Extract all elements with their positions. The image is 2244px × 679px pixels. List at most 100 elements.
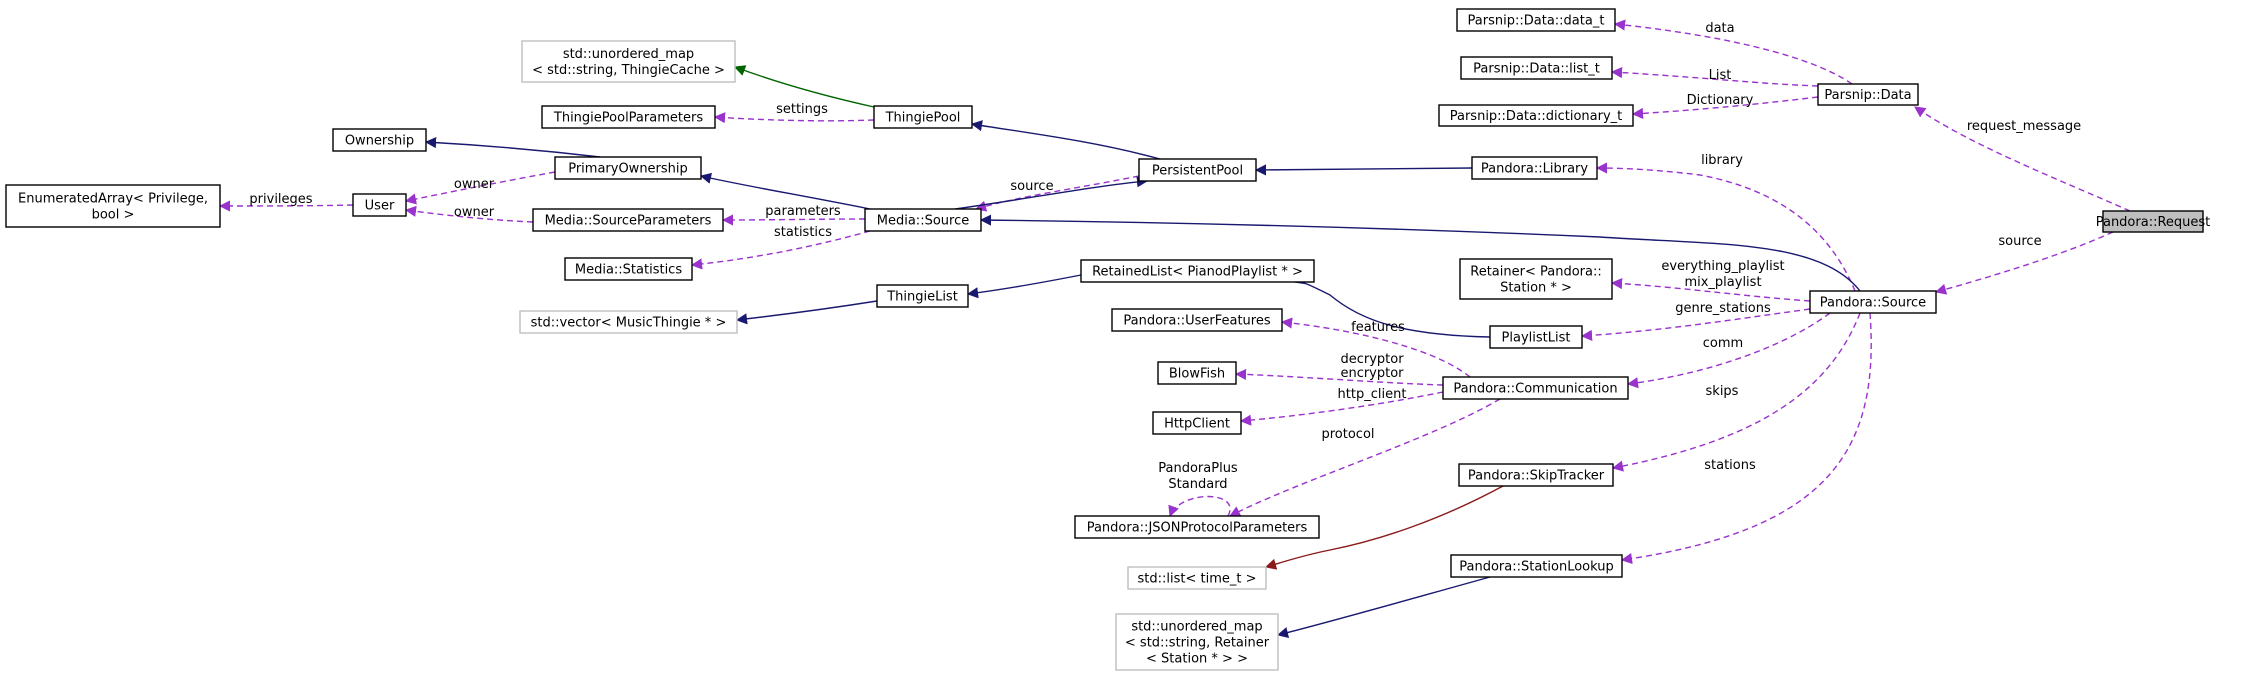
class-box (1458, 463, 1614, 487)
class-node-unordered-map-thingie[interactable]: std::unordered_map< std::string, Thingie… (521, 40, 736, 83)
class-node-ownership[interactable]: Ownership (332, 128, 427, 152)
class-node-thingie-pool[interactable]: ThingiePool (873, 105, 973, 129)
class-name: std::unordered_map (1131, 620, 1262, 635)
class-node-media-source[interactable]: Media::Source (864, 208, 982, 232)
class-box (873, 105, 973, 129)
class-box (352, 193, 407, 217)
class-name: std::list< time_t > (1138, 572, 1257, 587)
class-name: Media::SourceParameters (545, 214, 712, 229)
class-node-pandora-library[interactable]: Pandora::Library (1471, 156, 1598, 180)
class-box (532, 208, 724, 232)
class-node-playlist-list[interactable]: PlaylistList (1489, 325, 1583, 349)
class-box (554, 156, 702, 180)
class-box (1817, 83, 1919, 106)
class-name: HttpClient (1164, 417, 1230, 432)
edge-i-primary-ownership (424, 136, 601, 158)
class-node-blowfish[interactable]: BlowFish (1157, 361, 1237, 385)
class-name: Pandora::Communication (1453, 382, 1617, 397)
edge-e-decryptor (1234, 368, 1444, 386)
edge-label: source (1998, 234, 2041, 249)
class-node-primary-ownership[interactable]: PrimaryOwnership (554, 156, 702, 180)
edge-e-everything-playlist (1610, 278, 1811, 302)
edge-t-skiptracker-list (1264, 485, 1504, 570)
class-node-parsnip-dictionary-t[interactable]: Parsnip::Data::dictionary_t (1438, 104, 1634, 127)
class-node-user[interactable]: User (352, 193, 407, 217)
class-node-media-source-parameters[interactable]: Media::SourceParameters (532, 208, 724, 232)
class-node-unordered-map-retainer[interactable]: std::unordered_map< std::string, Retaine… (1115, 613, 1279, 671)
class-name: Media::Source (877, 214, 969, 229)
class-node-list-time-t[interactable]: std::list< time_t > (1127, 566, 1267, 590)
class-name: < Station * > > (1146, 652, 1248, 667)
edge-i-playlistlist-retained (1292, 273, 1491, 338)
class-name: PlaylistList (1502, 331, 1571, 346)
class-node-pandora-communication[interactable]: Pandora::Communication (1442, 376, 1629, 400)
class-name: std::vector< MusicThingie * > (531, 316, 727, 331)
class-box (1456, 8, 1616, 32)
class-box (1115, 613, 1279, 671)
edge-label: everything_playlist (1661, 259, 1784, 274)
class-node-pandora-json-protocol[interactable]: Pandora::JSONProtocolParameters (1074, 515, 1320, 539)
class-name: Pandora::Request (2096, 215, 2211, 230)
class-node-retained-list[interactable]: RetainedList< PianodPlaylist * > (1080, 259, 1315, 283)
edge-e-comm (1626, 312, 1831, 389)
class-node-persistent-pool[interactable]: PersistentPool (1138, 158, 1257, 182)
class-name: Station * > (1500, 281, 1572, 296)
class-name: std::unordered_map (563, 47, 694, 62)
edge-e-skips (1611, 312, 1861, 472)
edge-i-pool-thingiepool (970, 120, 1161, 160)
edge-label: encryptor (1340, 366, 1404, 381)
edge-e-data-t (1613, 19, 1853, 85)
edge-i-library-pool (1254, 164, 1473, 176)
class-node-vector-music[interactable]: std::vector< MusicThingie * > (519, 310, 738, 334)
class-node-parsnip-list-t[interactable]: Parsnip::Data::list_t (1460, 56, 1613, 80)
class-name: User (365, 199, 395, 214)
class-box (564, 257, 693, 281)
edge-e-settings (713, 112, 875, 124)
edge-label: parameters (765, 204, 841, 219)
class-name: Pandora::Source (1820, 296, 1926, 311)
class-node-pandora-station-lookup[interactable]: Pandora::StationLookup (1450, 554, 1623, 578)
class-name: < std::string, Retainer (1125, 636, 1270, 651)
class-box (521, 40, 736, 83)
class-node-pandora-source[interactable]: Pandora::Source (1809, 290, 1937, 314)
edge-label: stations (1704, 458, 1756, 473)
edge-e-genre-stations (1580, 308, 1811, 341)
class-box (1111, 308, 1283, 332)
class-box (1138, 158, 1257, 182)
class-node-retainer-station[interactable]: Retainer< Pandora::Station * > (1459, 258, 1613, 300)
class-box (864, 208, 982, 232)
class-node-parsnip-data[interactable]: Parsnip::Data (1817, 83, 1919, 106)
class-box (1809, 290, 1937, 314)
class-node-media-statistics[interactable]: Media::Statistics (564, 257, 693, 281)
edge-e-privileges (218, 200, 354, 212)
edge-e-pandoraplus (1168, 495, 1231, 518)
class-box (1489, 325, 1583, 349)
class-node-thingie-list[interactable]: ThingieList (876, 284, 969, 308)
class-name: Media::Statistics (575, 263, 682, 278)
class-name: Pandora::UserFeatures (1123, 314, 1270, 329)
class-node-pandora-user-features[interactable]: Pandora::UserFeatures (1111, 308, 1283, 332)
edge-t-thingiepool-map (733, 65, 875, 108)
class-node-http-client[interactable]: HttpClient (1152, 411, 1242, 435)
class-name: ThingiePoolParameters (553, 111, 703, 126)
class-node-pandora-skip-tracker[interactable]: Pandora::SkipTracker (1458, 463, 1614, 487)
edge-label: Dictionary (1687, 93, 1754, 108)
edge-label: privileges (249, 192, 312, 207)
class-box (1157, 361, 1237, 385)
class-name: PersistentPool (1152, 164, 1243, 179)
edge-e-dictionary-t (1631, 96, 1819, 119)
edge-label: PandoraPlus (1158, 461, 1238, 476)
class-name: Parsnip::Data::dictionary_t (1450, 109, 1623, 124)
edge-i-media-primary (699, 172, 871, 210)
class-box (519, 310, 738, 334)
edge-label: comm (1703, 336, 1743, 351)
class-node-enumerated-array[interactable]: EnumeratedArray< Privilege,bool > (5, 184, 221, 228)
class-node-pandora-request[interactable]: Pandora::Request (2096, 210, 2211, 233)
class-box (876, 284, 969, 308)
class-box (1460, 56, 1613, 80)
class-node-thingie-pool-parameters[interactable]: ThingiePoolParameters (541, 105, 716, 129)
class-node-parsnip-data-t[interactable]: Parsnip::Data::data_t (1456, 8, 1616, 32)
class-name: RetainedList< PianodPlaylist * > (1092, 265, 1303, 280)
edge-e-protocol (1229, 398, 1501, 517)
